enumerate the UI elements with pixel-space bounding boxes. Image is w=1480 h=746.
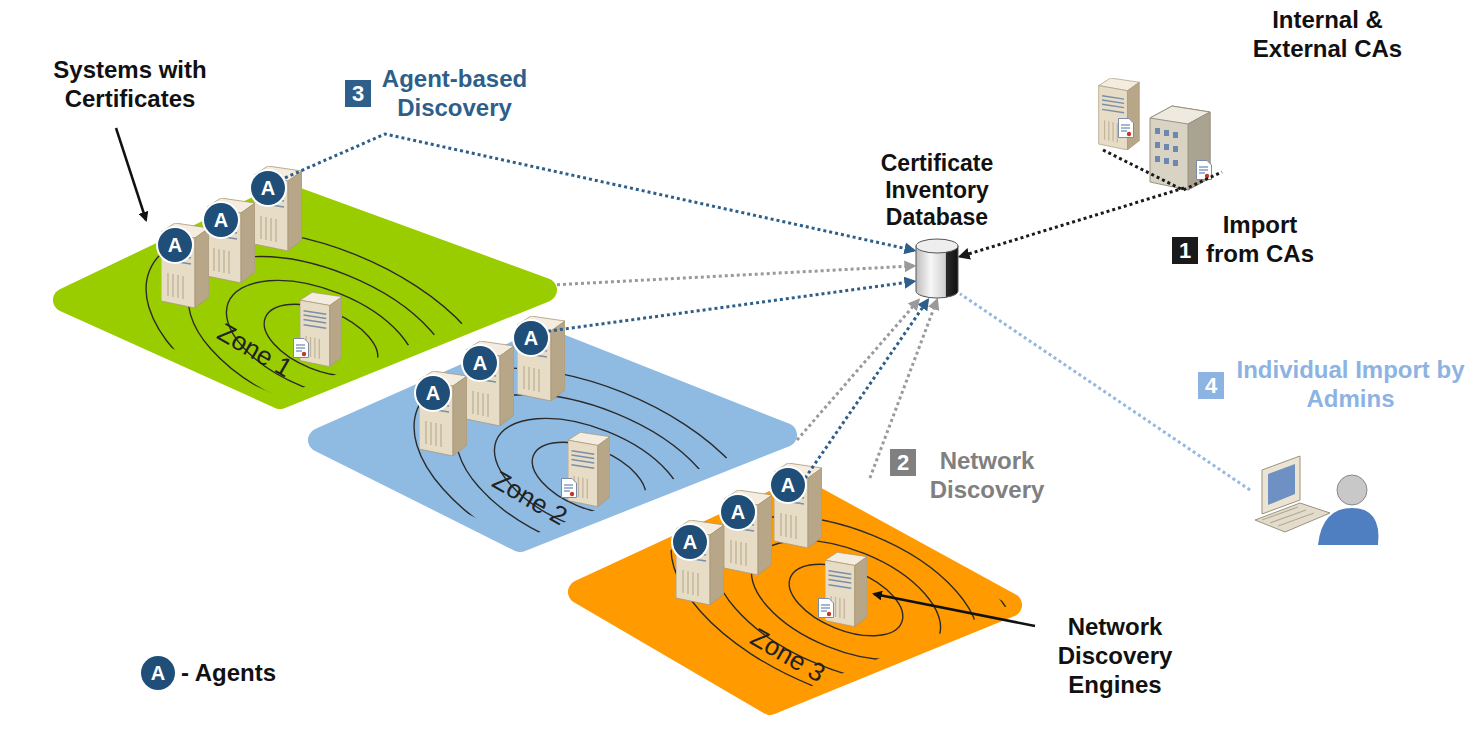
connector	[797, 300, 919, 440]
agent-badge: A	[673, 525, 707, 559]
connector	[557, 266, 914, 285]
legend-sample: A	[141, 656, 175, 690]
callout-number: 4	[1198, 372, 1224, 399]
connector	[548, 281, 914, 331]
agent-badge: A	[204, 203, 238, 237]
edge-label: Network Discovery	[922, 446, 1052, 504]
zone-outline	[580, 490, 1010, 703]
agent-badge: A	[771, 468, 805, 502]
signal-arcs	[115, 185, 1052, 746]
database-label: Certificate Inventory Database	[870, 150, 1004, 231]
edge-label: Import from CAs	[1200, 210, 1320, 268]
agent-letter: A	[514, 321, 548, 355]
connector	[870, 300, 937, 478]
connector	[805, 300, 928, 478]
agent-letter: A	[416, 376, 450, 410]
zone-shape	[568, 478, 1022, 715]
agent-letter: A	[771, 468, 805, 502]
agent-letter: A	[251, 171, 285, 205]
ca-group: Internal & External CAs	[1093, 76, 1233, 188]
agent-letter: A	[463, 346, 497, 380]
zone-label: Zone 3	[728, 611, 848, 699]
cylinder-shape	[914, 238, 960, 300]
agent-letter: A	[158, 228, 192, 262]
legend-text: - Agents	[181, 658, 276, 688]
agent-badge: A	[251, 171, 285, 205]
connector	[960, 188, 1184, 257]
zone-outline	[65, 195, 545, 397]
callout-number: 3	[345, 80, 371, 107]
callout-text: Systems with Certificates	[40, 55, 220, 113]
agent-letter: A	[673, 525, 707, 559]
agent-badge: A	[463, 346, 497, 380]
agent-badge: A	[514, 321, 548, 355]
ca-icons	[1099, 78, 1222, 190]
agent-badge: A	[721, 495, 755, 529]
connector	[285, 134, 914, 250]
admin-computer	[1255, 456, 1378, 545]
zone-region: Zone 3AAA	[568, 478, 1022, 715]
agent-badge: A	[158, 228, 192, 262]
agent-letter: A	[204, 203, 238, 237]
edge-label: Agent-based Discovery	[372, 64, 537, 122]
agent-letter: A	[721, 495, 755, 529]
callout-text: Network Discovery Engines	[1040, 612, 1190, 699]
agent-badge: A	[416, 376, 450, 410]
callout-number: 2	[890, 449, 916, 476]
zone-label: Zone 1	[195, 306, 315, 394]
zone-label: Zone 2	[470, 454, 590, 542]
ca-label: Internal & External CAs	[1235, 5, 1420, 63]
admin-label: Individual Import by Admins	[1228, 355, 1473, 413]
callout-number: 1	[1172, 237, 1198, 264]
discovery-engines	[294, 292, 868, 626]
leader-arrows	[116, 128, 1035, 626]
database-cylinder: Certificate Inventory Database	[914, 238, 960, 300]
admin-workstation: Individual Import by Admins	[1250, 450, 1380, 550]
agent-servers	[161, 166, 822, 605]
